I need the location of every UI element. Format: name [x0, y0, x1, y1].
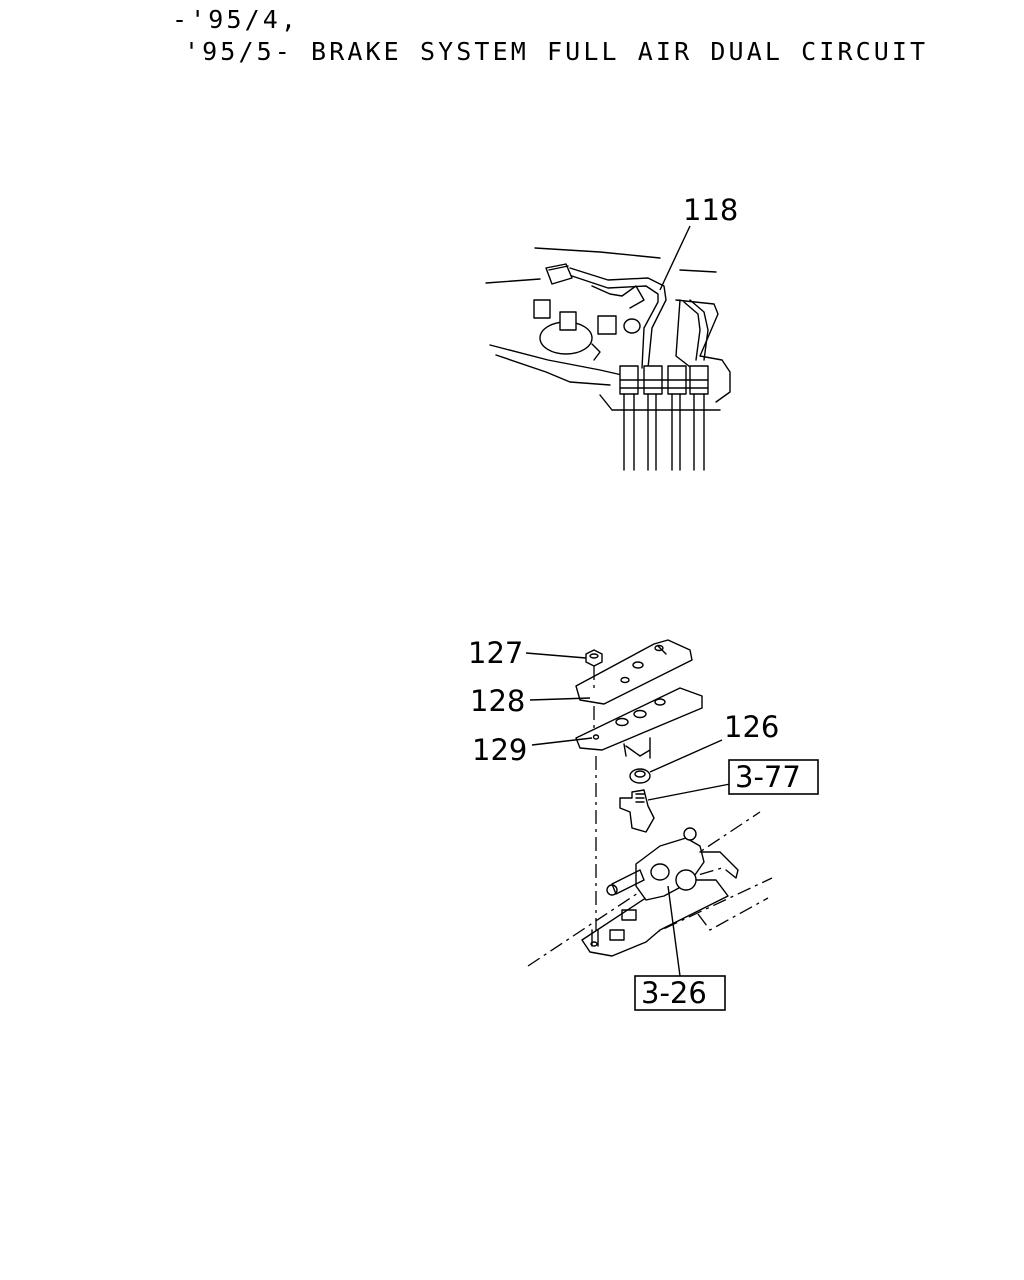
reference-box-3-77[interactable]: [728, 759, 819, 795]
callout-127: 127: [468, 636, 523, 670]
base-plate-slot-2: [609, 929, 625, 941]
valve-port-2: [559, 311, 577, 331]
callout-128: 128: [470, 684, 525, 718]
valve-detail: [591, 343, 601, 361]
reference-box-3-26[interactable]: [634, 975, 726, 1011]
base-plate-edge-3: [697, 897, 769, 931]
valve-cap: [623, 318, 641, 334]
plate-128: [575, 639, 693, 705]
plate-128-hole-3: [654, 644, 664, 652]
reference-3-26[interactable]: 3-26: [641, 976, 707, 1010]
leader-128: [529, 697, 591, 701]
callout-129: 129: [472, 733, 527, 767]
valve-fitting: [591, 285, 645, 309]
nut-127-hole: [589, 653, 599, 659]
mounting-bracket: [675, 299, 731, 403]
rod-connector: [611, 869, 645, 895]
elbow-fitting: [619, 789, 655, 833]
frame-top-edge: [534, 247, 661, 259]
upper-pipe-assembly: 118: [485, 193, 738, 471]
stud-body: [591, 929, 599, 947]
plate-128-hole-1: [632, 661, 644, 669]
frame-left-stub: [485, 278, 541, 284]
plate-129-hole-2: [633, 709, 647, 719]
leader-118: [659, 225, 691, 291]
plate-129: [575, 687, 703, 751]
relay-valve-port-2: [675, 869, 697, 891]
reference-3-77[interactable]: 3-77: [735, 760, 801, 794]
lower-bracket-assembly: 127 128 129 126 3-77 3-26: [468, 636, 819, 1011]
header-date-range: -'95/4,: [172, 5, 300, 34]
hanger-bracket: [623, 737, 651, 759]
header-title: '95/5- BRAKE SYSTEM FULL AIR DUAL CIRCUI…: [184, 37, 929, 66]
valve-port-3: [597, 315, 617, 335]
secondary-pipe: [689, 299, 709, 361]
plate-129-bolt-hole: [592, 734, 600, 740]
down-pipes: [623, 393, 705, 471]
bracket-base: [599, 394, 721, 411]
pipe-end-nut: [545, 263, 573, 285]
stud-base: [590, 941, 598, 947]
leader-3-77: [647, 783, 731, 801]
relay-valve-outlet: [699, 851, 739, 879]
plate-129-hole-1: [615, 717, 629, 727]
union-nut-lines: [619, 379, 709, 389]
leader-129: [531, 737, 593, 746]
secondary-pipe-inner: [683, 301, 701, 361]
relay-valve-port-1: [650, 863, 670, 881]
page-header: -'95/4, '95/5- BRAKE SYSTEM FULL AIR DUA…: [172, 4, 928, 68]
callout-126: 126: [724, 710, 779, 744]
union-nut-row: [619, 365, 709, 395]
elbow-thread: [635, 793, 645, 803]
base-plate-slot-1: [621, 909, 637, 921]
valve-port-1: [533, 299, 551, 319]
brake-pipe-118-inner: [571, 275, 659, 369]
mounting-bracket-inner: [675, 299, 695, 371]
frame-lower-edge-2: [495, 354, 611, 386]
rod-connector-end: [606, 884, 618, 896]
leader-127: [525, 652, 587, 659]
leader-3-26: [667, 885, 681, 977]
frame-lower-edge: [489, 344, 623, 376]
relay-valve-body: [635, 837, 705, 901]
relay-valve-top-port: [683, 827, 697, 841]
leader-126: [649, 739, 723, 773]
callout-118: 118: [683, 193, 738, 227]
washer-126-hole: [634, 770, 646, 778]
plate-128-hole-2: [620, 676, 630, 684]
plate-129-hole-3: [654, 698, 666, 706]
pipe-end-nut-line: [548, 265, 569, 271]
frame-right-stub: [679, 269, 717, 273]
base-plate-edge-2: [639, 877, 773, 941]
brake-pipe-118: [569, 267, 667, 369]
